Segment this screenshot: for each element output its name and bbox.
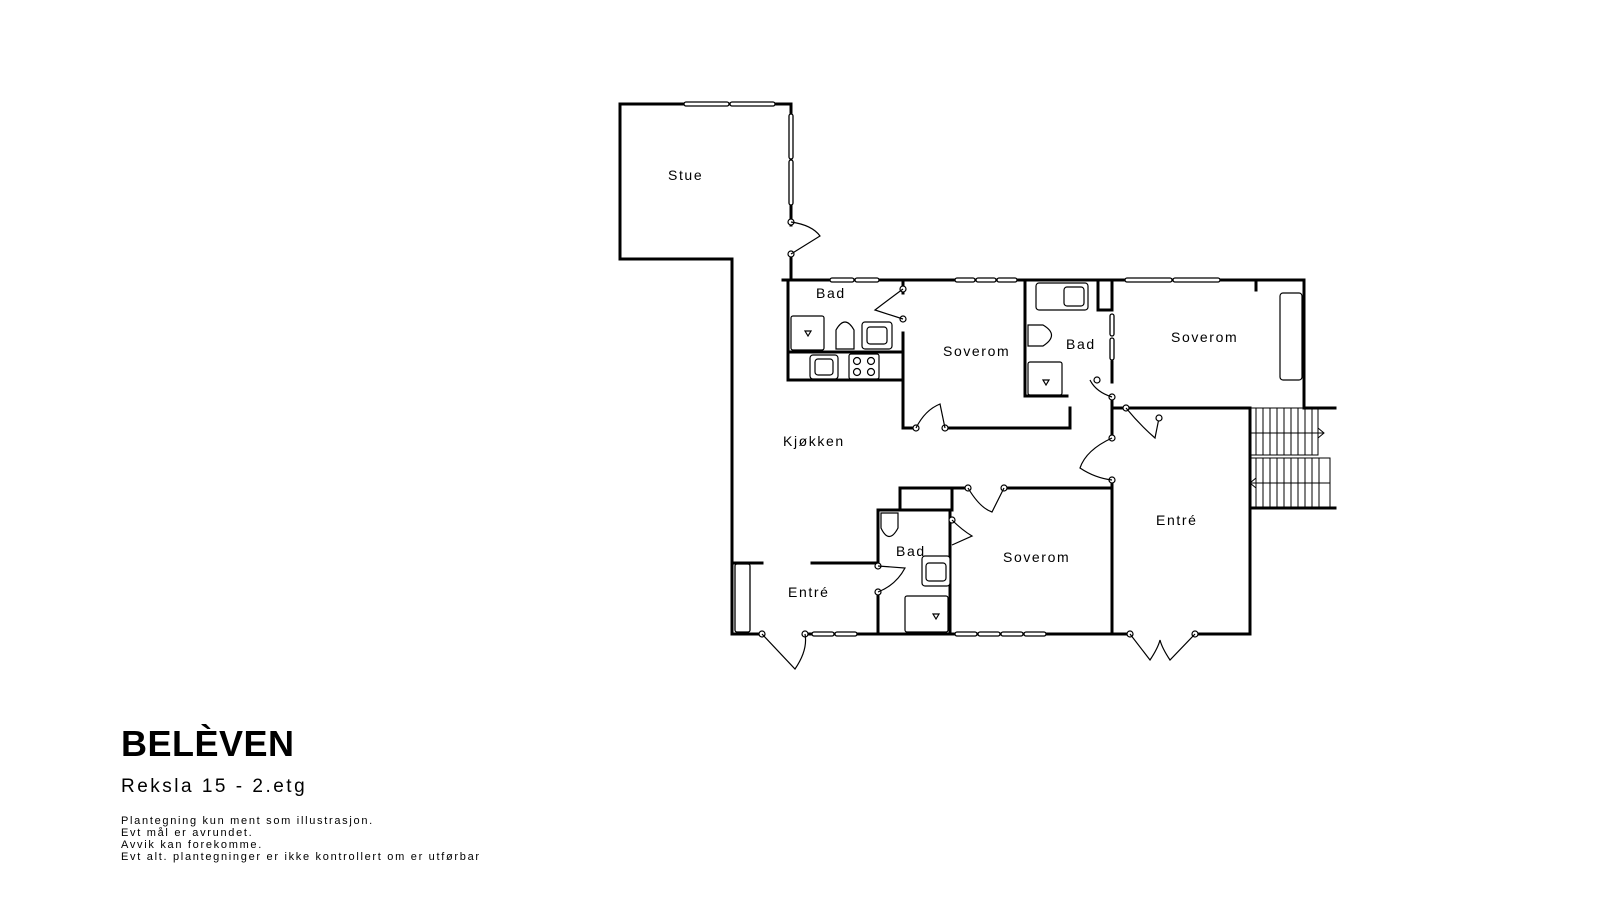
sink-icon [1035, 282, 1089, 311]
disclaimer-line: Avvik kan forekomme. [121, 839, 264, 851]
room-label-bad-2: Bad [1066, 336, 1096, 352]
bathtub-icon [1279, 292, 1303, 381]
room-label-soverom-1: Soverom [943, 343, 1010, 359]
window-icon [683, 101, 1221, 637]
room-labels: Stue Bad Soverom Bad Soverom Kjøkken Bad… [668, 167, 1238, 600]
toilet-icon [835, 321, 855, 350]
disclaimer-line: Plantegning kun ment som illustrasjon. [121, 815, 374, 827]
room-label-entre-2: Entré [1156, 512, 1197, 528]
disclaimer-notes: Plantegning kun ment som illustrasjon. E… [121, 815, 481, 863]
brand-logo-text: BELÈVEN [121, 723, 295, 764]
sink-icon [861, 321, 893, 350]
shower-icon [1027, 361, 1063, 396]
room-label-entre-1: Entré [788, 584, 829, 600]
stairs-icon [1249, 407, 1331, 509]
toilet-icon [1027, 324, 1053, 347]
room-label-kjokken: Kjøkken [783, 433, 845, 449]
sink-icon [921, 555, 951, 587]
toilet-icon [880, 512, 899, 538]
room-label-soverom-3: Soverom [1003, 549, 1070, 565]
shower-icon [790, 315, 825, 351]
sink-icon [809, 354, 839, 380]
fixtures [790, 282, 1303, 633]
room-label-bad-3: Bad [896, 543, 926, 559]
plan-subtitle: Reksla 15 - 2.etg [121, 776, 308, 797]
room-label-bad-1: Bad [816, 285, 846, 301]
shower-icon [904, 595, 949, 633]
walls [618, 102, 1337, 636]
disclaimer-line: Evt mål er avrundet. [121, 827, 254, 839]
room-label-soverom-2: Soverom [1171, 329, 1238, 345]
stove-icon [848, 353, 880, 380]
room-label-stue: Stue [668, 167, 703, 183]
disclaimer-line: Evt alt. plantegninger er ikke kontrolle… [121, 851, 481, 863]
